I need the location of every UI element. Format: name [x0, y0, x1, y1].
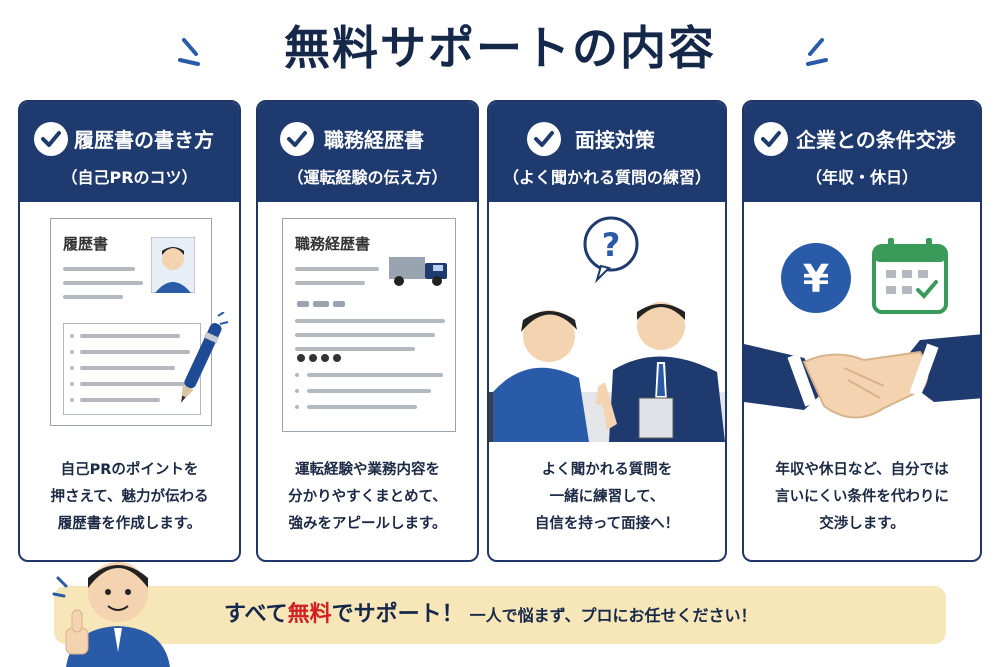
portrait-icon	[151, 237, 195, 293]
check-icon	[280, 122, 314, 156]
card-subtitle: （運転経験の伝え方）	[287, 168, 448, 187]
card-resume: 履歴書の書き方 （自己PRのコツ） 履歴書 自己	[18, 100, 241, 562]
card-description: よく聞かれる質問を 一緒に練習して、 自信を持って面接へ！	[534, 462, 680, 532]
page-title: 無料サポートの内容	[284, 21, 716, 75]
card-negotiation: 企業との条件交渉 （年収・休日） ¥ 年収や休日など、自分では 言いにくい条件を…	[742, 100, 982, 562]
card-description: 年収や休日など、自分では 言いにくい条件を代わりに 交渉します。	[775, 462, 949, 532]
card-title: 面接対策	[575, 128, 655, 152]
card-description: 運転経験や業務内容を 分かりやすくまとめて、 強みをアピールします。	[288, 462, 447, 532]
question-icon: ?	[602, 226, 621, 264]
check-icon	[34, 122, 68, 156]
card-description: 自己PRのポイントを 押さえて、魅力が伝わる 履歴書を作成します。	[50, 462, 209, 532]
thumbs-up-icon	[65, 609, 89, 655]
sparkle-icon	[806, 38, 828, 66]
interview-illustration: ?	[489, 216, 725, 442]
handshake-icon	[744, 334, 980, 419]
check-icon	[527, 122, 561, 156]
card-career-history: 職務経歴書 （運転経験の伝え方） 職務経歴書 運転経験や業務内容を 分かりやすく…	[256, 100, 479, 562]
card-header: 職務経歴書 （運転経験の伝え方）	[258, 102, 477, 202]
resume-document: 履歴書	[50, 218, 212, 426]
negotiation-illustration: ¥	[744, 238, 980, 419]
document-title: 履歴書	[63, 235, 109, 253]
career-document: 職務経歴書	[282, 218, 456, 432]
banner-message: すべて無料でサポート！一人で悩まず、プロにお任せください！	[224, 602, 757, 627]
calendar-icon	[872, 238, 948, 314]
check-icon	[754, 122, 788, 156]
card-subtitle: （自己PRのコツ）	[61, 168, 198, 187]
bullet-dots	[297, 354, 341, 362]
card-header: 面接対策 （よく聞かれる質問の練習）	[489, 102, 725, 202]
card-title: 企業との条件交渉	[796, 128, 956, 152]
card-subtitle: （年収・休日）	[805, 168, 918, 187]
card-header: 企業との条件交渉 （年収・休日）	[744, 102, 980, 202]
yen-icon	[781, 243, 851, 313]
card-title: 職務経歴書	[324, 128, 424, 152]
card-title: 履歴書の書き方	[74, 128, 214, 152]
thumbs-up-mascot	[52, 562, 170, 667]
sparkle-icon	[178, 38, 200, 66]
yen-symbol: ¥	[803, 257, 829, 301]
card-subtitle: （よく聞かれる質問の練習）	[502, 168, 711, 187]
card-interview: 面接対策 （よく聞かれる質問の練習） ? よく聞かれる質問を 一緒に練習して、 …	[487, 100, 727, 562]
card-header: 履歴書の書き方 （自己PRのコツ）	[20, 102, 239, 202]
free-highlight: 無料	[287, 602, 332, 627]
page-header: 無料サポートの内容	[0, 18, 1000, 78]
truck-icon	[389, 257, 447, 286]
document-title: 職務経歴書	[295, 235, 371, 253]
summary-banner: すべて無料でサポート！一人で悩まず、プロにお任せください！	[54, 586, 946, 644]
pen-icon	[180, 312, 229, 403]
